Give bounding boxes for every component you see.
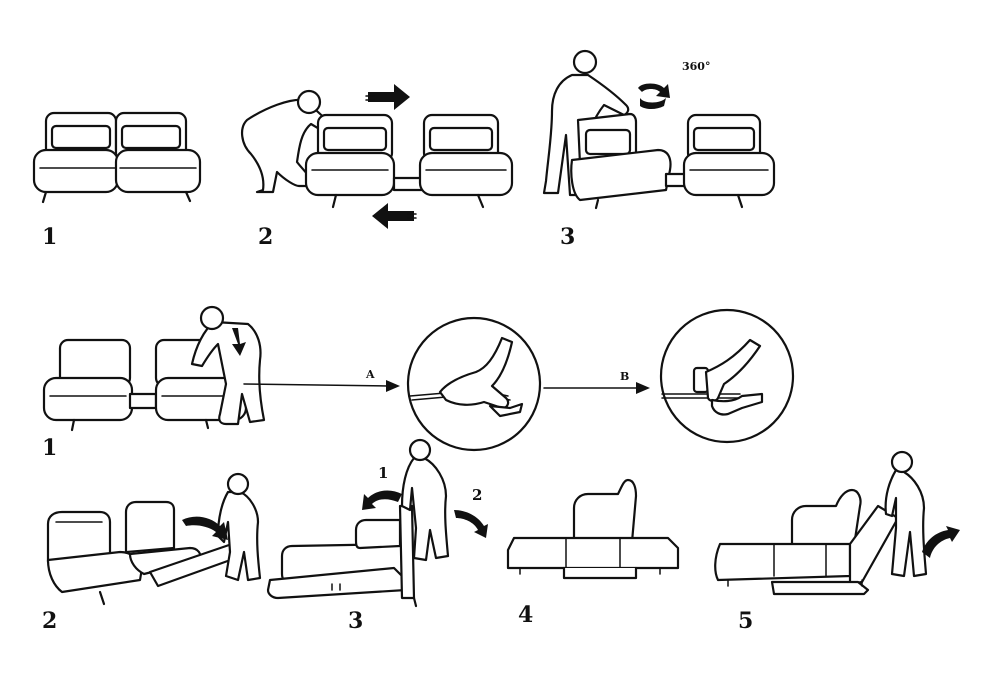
detail-label-b: B — [620, 370, 629, 383]
bottom-step-number-4: 4 — [518, 602, 533, 628]
bottom-step-number-1: 1 — [42, 435, 57, 461]
top-step-1-assembled-sofa — [32, 111, 202, 204]
detail-circle-a — [406, 316, 542, 452]
detail-label-a: A — [365, 368, 375, 381]
top-step-number-2: 2 — [258, 224, 273, 250]
bottom-step-number-2: 2 — [42, 608, 57, 634]
bottom-step-3-folding-back — [266, 438, 488, 608]
turn-arrow-label-1: 1 — [378, 464, 388, 482]
bottom-step-5-raising-back — [714, 450, 960, 596]
top-step-3-rotating-seat: 360° — [542, 49, 776, 210]
turn-arrow-label-2: 2 — [472, 486, 482, 504]
rotation-label: 360° — [682, 60, 710, 73]
top-step-2-separating-seats — [241, 84, 514, 229]
top-step-number-3: 3 — [560, 224, 575, 250]
bottom-step-number-5: 5 — [738, 608, 753, 634]
bottom-step-2-unfolding — [46, 472, 262, 606]
arrow-head-to-detail-b — [636, 382, 650, 394]
top-step-number-1: 1 — [42, 224, 57, 250]
detail-circle-b — [659, 308, 795, 444]
bottom-step-1-lifting-seat — [42, 305, 400, 432]
bottom-step-number-3: 3 — [348, 608, 363, 634]
bottom-step-4-flat-bed — [506, 478, 680, 580]
